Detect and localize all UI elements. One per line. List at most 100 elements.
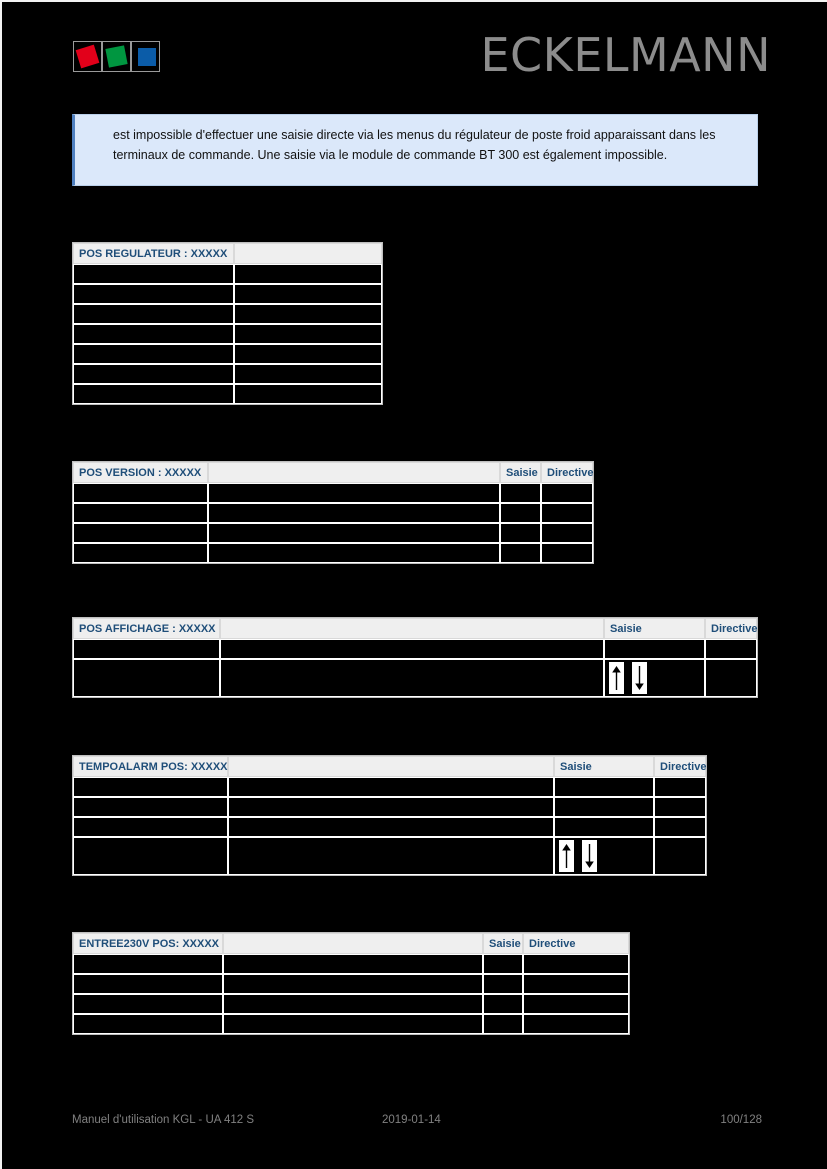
- cell-directive: [654, 797, 706, 817]
- table-row[interactable]: [73, 954, 629, 974]
- cell-label: [73, 344, 234, 364]
- cell-saisie: [500, 503, 541, 523]
- table-row[interactable]: [73, 284, 382, 304]
- cell-label: [73, 659, 220, 697]
- cell-label: [73, 994, 223, 1014]
- table-row[interactable]: [73, 543, 593, 563]
- table-row[interactable]: [73, 304, 382, 324]
- table-col-saisie: Saisie: [604, 618, 705, 639]
- table-col-blank: [228, 756, 554, 777]
- table-row[interactable]: [73, 264, 382, 284]
- cell-value: [234, 304, 382, 324]
- table-header-row: POS AFFICHAGE : XXXXX Saisie Directive: [73, 618, 757, 639]
- blue-square-icon: [138, 48, 156, 66]
- table-row[interactable]: [73, 837, 706, 875]
- table-row[interactable]: [73, 777, 706, 797]
- cell-directive: [654, 837, 706, 875]
- cell-saisie: [500, 543, 541, 563]
- cell-label: [73, 384, 234, 404]
- cell-label: [73, 817, 228, 837]
- cell-value: [234, 364, 382, 384]
- cell-label: [73, 364, 234, 384]
- table-row[interactable]: [73, 639, 757, 659]
- page-footer: Manuel d'utilisation KGL - UA 412 S 2019…: [72, 1114, 762, 1134]
- footer-date: 2019-01-14: [382, 1114, 441, 1126]
- cell-label: [73, 324, 234, 344]
- table-row[interactable]: [73, 483, 593, 503]
- cell-saisie: [500, 523, 541, 543]
- table-pos-affichage: POS AFFICHAGE : XXXXX Saisie Directive: [72, 617, 758, 698]
- red-square-icon: [75, 44, 100, 69]
- table-row[interactable]: [73, 344, 382, 364]
- cell-saisie: [483, 974, 523, 994]
- table-row[interactable]: [73, 974, 629, 994]
- table-title-pos-affichage: POS AFFICHAGE : XXXXX: [73, 618, 220, 639]
- table-col-directive: Directive: [541, 462, 593, 483]
- table-col-saisie: Saisie: [483, 933, 523, 954]
- table-row[interactable]: [73, 384, 382, 404]
- cell-description: [228, 837, 554, 875]
- table-title-entree230v-pos: ENTREE230V POS: XXXXX: [73, 933, 223, 954]
- cell-value: [234, 264, 382, 284]
- cell-directive: [541, 483, 593, 503]
- cell-label: [73, 1014, 223, 1034]
- table-row[interactable]: [73, 1014, 629, 1034]
- cell-description: [223, 994, 483, 1014]
- table-row[interactable]: [73, 659, 757, 697]
- arrow-button-group: [555, 838, 653, 874]
- cell-saisie: [483, 954, 523, 974]
- cell-saisie: [500, 483, 541, 503]
- logo-tile-blue: [131, 41, 160, 72]
- table-col-saisie: Saisie: [500, 462, 541, 483]
- table-col-saisie: Saisie: [554, 756, 654, 777]
- table-row[interactable]: [73, 364, 382, 384]
- table-tempoalarm-pos: TEMPOALARM POS: XXXXX Saisie Directive: [72, 755, 707, 876]
- cell-saisie: [554, 797, 654, 817]
- cell-label: [73, 974, 223, 994]
- table-row[interactable]: [73, 817, 706, 837]
- cell-description: [208, 543, 500, 563]
- table-col-blank: [220, 618, 604, 639]
- table-title-pos-version: POS VERSION : XXXXX: [73, 462, 208, 483]
- cell-description: [208, 503, 500, 523]
- cell-description: [223, 974, 483, 994]
- cell-description: [208, 523, 500, 543]
- cell-saisie: [554, 817, 654, 837]
- arrow-down-icon[interactable]: [582, 840, 597, 872]
- cell-saisie: [483, 1014, 523, 1034]
- cell-directive: [541, 503, 593, 523]
- table-col-blank: [234, 243, 382, 264]
- table-entree230v-pos: ENTREE230V POS: XXXXX Saisie Directive: [72, 932, 630, 1035]
- arrow-down-icon[interactable]: [632, 662, 647, 694]
- cell-label: [73, 483, 208, 503]
- cell-directive: [523, 994, 629, 1014]
- green-square-icon: [105, 45, 128, 68]
- cell-saisie: [483, 994, 523, 1014]
- table-row[interactable]: [73, 994, 629, 1014]
- cell-directive: [705, 659, 757, 697]
- cell-label: [73, 797, 228, 817]
- cell-directive: [541, 543, 593, 563]
- cell-directive: [541, 523, 593, 543]
- table-pos-regulateur: POS REGULATEUR : XXXXX: [72, 242, 383, 405]
- table-row[interactable]: [73, 324, 382, 344]
- arrow-up-icon[interactable]: [609, 662, 624, 694]
- table-col-directive: Directive: [705, 618, 757, 639]
- arrow-up-icon[interactable]: [559, 840, 574, 872]
- cell-label: [73, 523, 208, 543]
- cell-label: [73, 837, 228, 875]
- logo-tile-green: [102, 41, 131, 72]
- cell-label: [73, 543, 208, 563]
- footer-page-number: 100/128: [720, 1114, 762, 1126]
- table-row[interactable]: [73, 503, 593, 523]
- cell-value: [234, 324, 382, 344]
- cell-description: [223, 1014, 483, 1034]
- cell-saisie: [604, 639, 705, 659]
- table-header-row: TEMPOALARM POS: XXXXX Saisie Directive: [73, 756, 706, 777]
- table-row[interactable]: [73, 797, 706, 817]
- cell-label: [73, 777, 228, 797]
- cell-saisie: [554, 777, 654, 797]
- cell-value: [234, 284, 382, 304]
- table-row[interactable]: [73, 523, 593, 543]
- cell-directive: [654, 817, 706, 837]
